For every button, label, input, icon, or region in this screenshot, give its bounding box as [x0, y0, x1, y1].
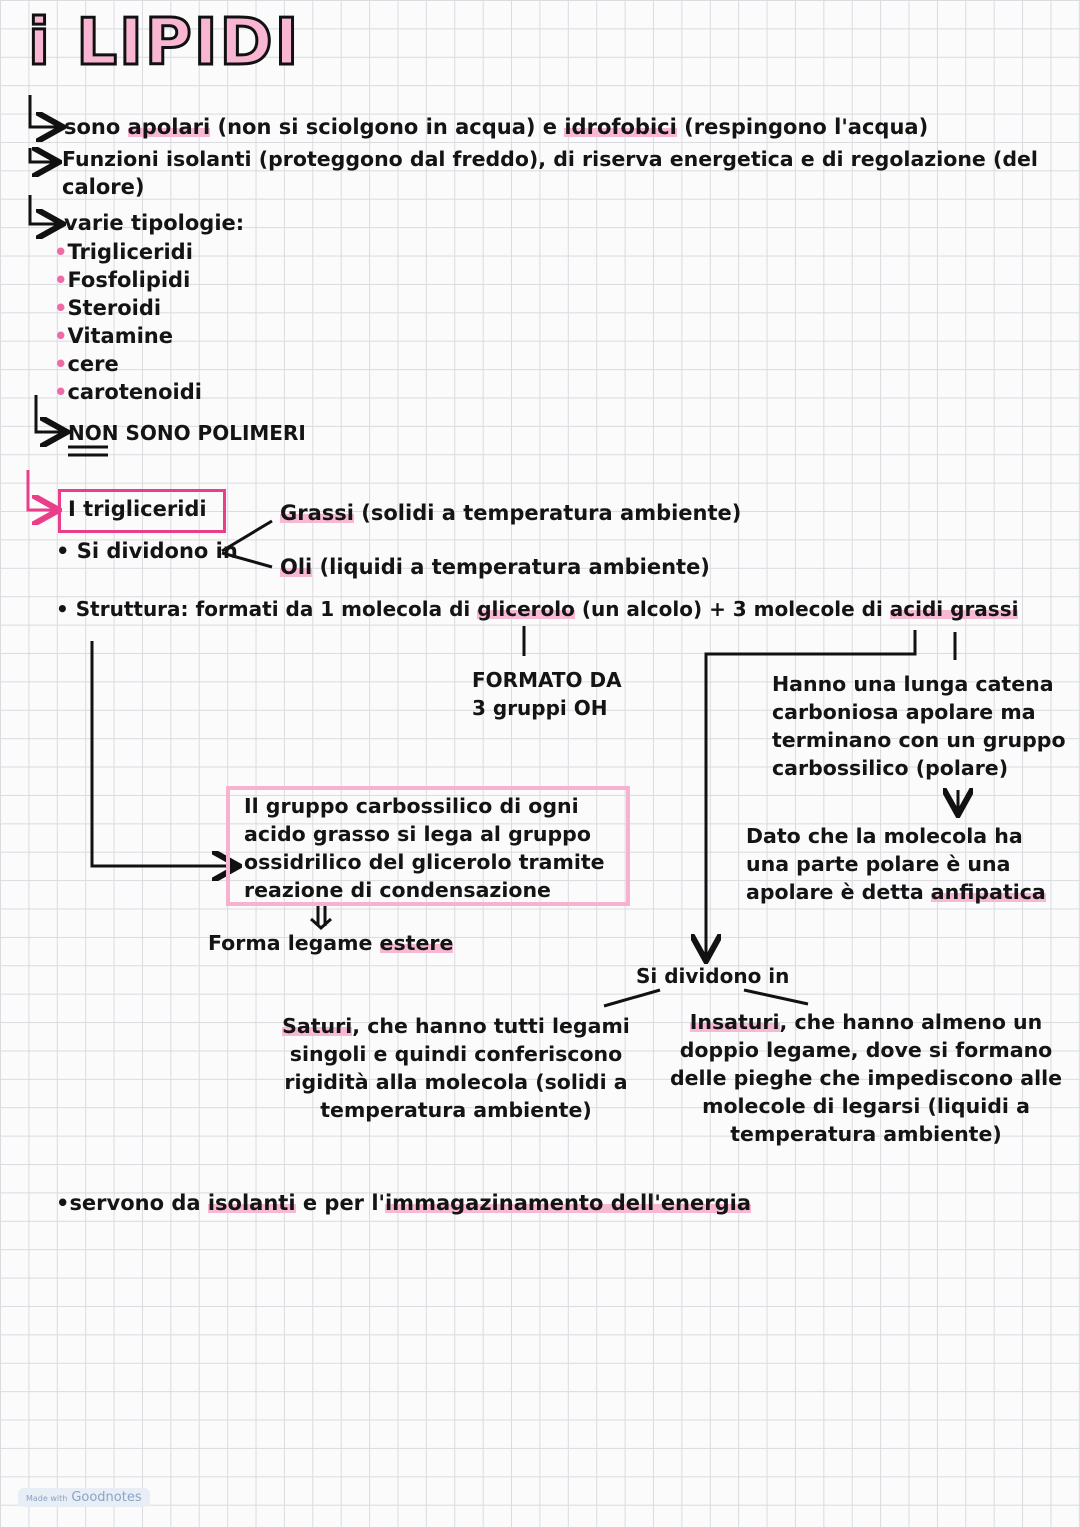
saturi-line-3: rigidità alla molecola (solidi a	[284, 1070, 628, 1094]
legame-estere: Forma legame estere	[208, 929, 454, 957]
bullet-icon: •	[54, 380, 68, 404]
text-fragment: (solidi a temperatura ambiente)	[353, 501, 742, 525]
text-fragment: Struttura: formati da 1 molecola di	[75, 597, 478, 621]
type-item: •carotenoidi	[54, 378, 202, 406]
servono-line: •servono da isolanti e per l'immagazinam…	[56, 1189, 752, 1217]
glicerolo-note-1: FORMATO DA	[472, 668, 622, 692]
struttura-line: • Struttura: formati da 1 molecola di gl…	[56, 595, 1019, 623]
highlight-glicerolo: glicerolo	[477, 597, 575, 621]
highlight-isolanti: isolanti	[207, 1191, 296, 1215]
intro-line-tipologie: varie tipologie:	[64, 211, 245, 235]
anfipatica-2: una parte polare è una	[746, 852, 1011, 876]
glicerolo-note-2: 3 gruppi OH	[472, 696, 608, 720]
text-fragment: e per l'	[295, 1191, 385, 1215]
box-line-4: reazione di condensazione	[244, 878, 551, 902]
type-label: carotenoidi	[67, 380, 202, 404]
type-label: Steroidi	[67, 296, 162, 320]
type-item: •Trigliceridi	[54, 238, 193, 266]
insaturi-line-5: temperatura ambiente)	[730, 1122, 1002, 1146]
highlight-immagazinamento: immagazinamento dell'energia	[384, 1191, 752, 1215]
text-fragment: , che hanno tutti legami	[352, 1014, 630, 1038]
insaturi-line-3: delle pieghe che impediscono alle	[669, 1066, 1063, 1090]
highlight-anfipatica: anfipatica	[930, 880, 1046, 904]
text-fragment: sono	[64, 115, 128, 139]
insaturi-line-4: molecole di legarsi (liquidi a	[702, 1094, 1030, 1118]
divide-label: • Si dividono in	[56, 537, 238, 565]
intro-line-funzioni: Funzioni isolanti (proteggono dal freddo…	[62, 147, 1038, 171]
box-line-2: acido grasso si lega al gruppo	[244, 822, 591, 846]
box-line-1: Il gruppo carbossilico di ogni	[244, 794, 579, 818]
text-fragment: SONO POLIMERI	[118, 421, 306, 445]
intro-line-apolari: sono apolari (non si sciolgono in acqua)…	[64, 113, 928, 141]
bullet-icon: •	[54, 240, 68, 264]
highlight-idrofobici: idrofobici	[564, 115, 677, 139]
watermark-brand: Goodnotes	[71, 1490, 142, 1505]
grassi-line: Grassi (solidi a temperatura ambiente)	[280, 499, 741, 527]
text-fragment: , che hanno almeno un	[779, 1010, 1043, 1034]
saturi-line-4: temperatura ambiente)	[320, 1098, 592, 1122]
condensazione-box	[226, 786, 630, 906]
saturi-line-2: singoli e quindi conferiscono	[289, 1042, 623, 1066]
acidi-note-4: carbossilico (polare)	[772, 756, 1009, 780]
bullet-icon: •	[54, 324, 68, 348]
insaturi-line-2: doppio legame, dove si formano	[679, 1038, 1053, 1062]
type-item: •Steroidi	[54, 294, 161, 322]
text-fragment: Forma legame	[208, 931, 380, 955]
highlight-grassi: Grassi	[280, 501, 354, 525]
intro-line-funzioni-cont: calore)	[62, 175, 145, 199]
type-label: Fosfolipidi	[67, 268, 191, 292]
highlight-apolari: apolari	[127, 115, 211, 139]
divide2-label: Si dividono in	[636, 964, 790, 988]
text-fragment: (un alcolo) + 3 molecole di	[574, 597, 890, 621]
anfipatica-1: Dato che la molecola ha	[746, 824, 1023, 848]
highlight-oli: Oli	[280, 555, 313, 579]
highlight-saturi: Saturi	[282, 1014, 353, 1038]
trigliceridi-heading: I trigliceridi	[68, 497, 207, 521]
text-fragment: NON	[68, 421, 119, 445]
bullet-icon: •	[56, 597, 76, 621]
bullet-icon: •	[54, 296, 68, 320]
highlight-insaturi: Insaturi	[689, 1010, 780, 1034]
text-fragment: (non si sciolgono in acqua) e	[210, 115, 565, 139]
text-fragment: servono da	[69, 1191, 208, 1215]
type-item: •Vitamine	[54, 322, 173, 350]
trigliceridi-heading-box	[58, 489, 226, 533]
box-line-3: ossidrilico del glicerolo tramite	[244, 850, 605, 874]
acidi-note-3: terminano con un gruppo	[772, 728, 1066, 752]
bullet-icon: •	[56, 539, 77, 563]
text-fragment: Si dividono in	[76, 539, 238, 563]
type-label: cere	[67, 352, 119, 376]
saturi-line-1: Saturi, che hanno tutti legami	[272, 1012, 640, 1040]
page-title: i LIPIDI	[26, 5, 301, 82]
type-item: •Fosfolipidi	[54, 266, 190, 294]
highlight-estere: estere	[379, 931, 454, 955]
type-label: Trigliceridi	[67, 240, 193, 264]
oli-line: Oli (liquidi a temperatura ambiente)	[280, 553, 710, 581]
type-label: Vitamine	[67, 324, 174, 348]
bullet-icon: •	[56, 1191, 70, 1215]
non-polimeri: NON SONO POLIMERI	[68, 419, 306, 447]
type-item: •cere	[54, 350, 119, 378]
text-fragment: (liquidi a temperatura ambiente)	[312, 555, 710, 579]
anfipatica-3: apolare è detta anfipatica	[746, 878, 1046, 906]
acidi-note-2: carboniosa apolare ma	[772, 700, 1036, 724]
highlight-acidi-grassi: acidi grassi	[889, 597, 1019, 621]
bullet-icon: •	[54, 352, 68, 376]
bullet-icon: •	[54, 268, 68, 292]
insaturi-line-1: Insaturi, che hanno almeno un	[668, 1008, 1064, 1036]
text-fragment: apolare è detta	[746, 880, 931, 904]
acidi-note-1: Hanno una lunga catena	[772, 672, 1054, 696]
watermark-small: Made with	[26, 1494, 68, 1503]
text-fragment: (respingono l'acqua)	[676, 115, 929, 139]
